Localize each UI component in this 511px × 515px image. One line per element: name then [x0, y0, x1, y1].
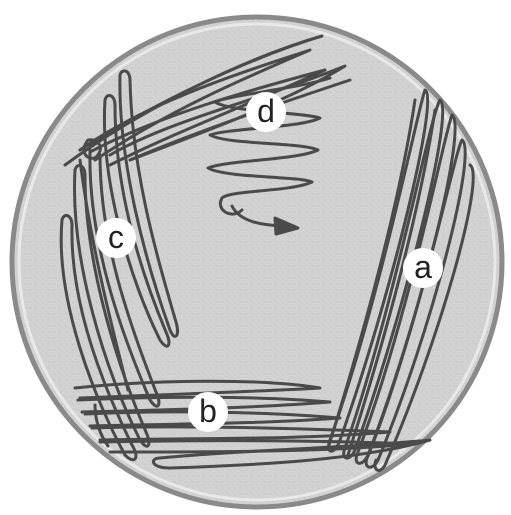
label-a-text: a	[414, 249, 432, 285]
label-b: b	[188, 392, 228, 432]
label-c-text: c	[108, 219, 124, 255]
label-d: d	[246, 92, 286, 132]
label-b-text: b	[199, 393, 217, 429]
label-d-text: d	[257, 93, 275, 129]
label-a: a	[403, 248, 443, 288]
label-c: c	[96, 218, 136, 258]
